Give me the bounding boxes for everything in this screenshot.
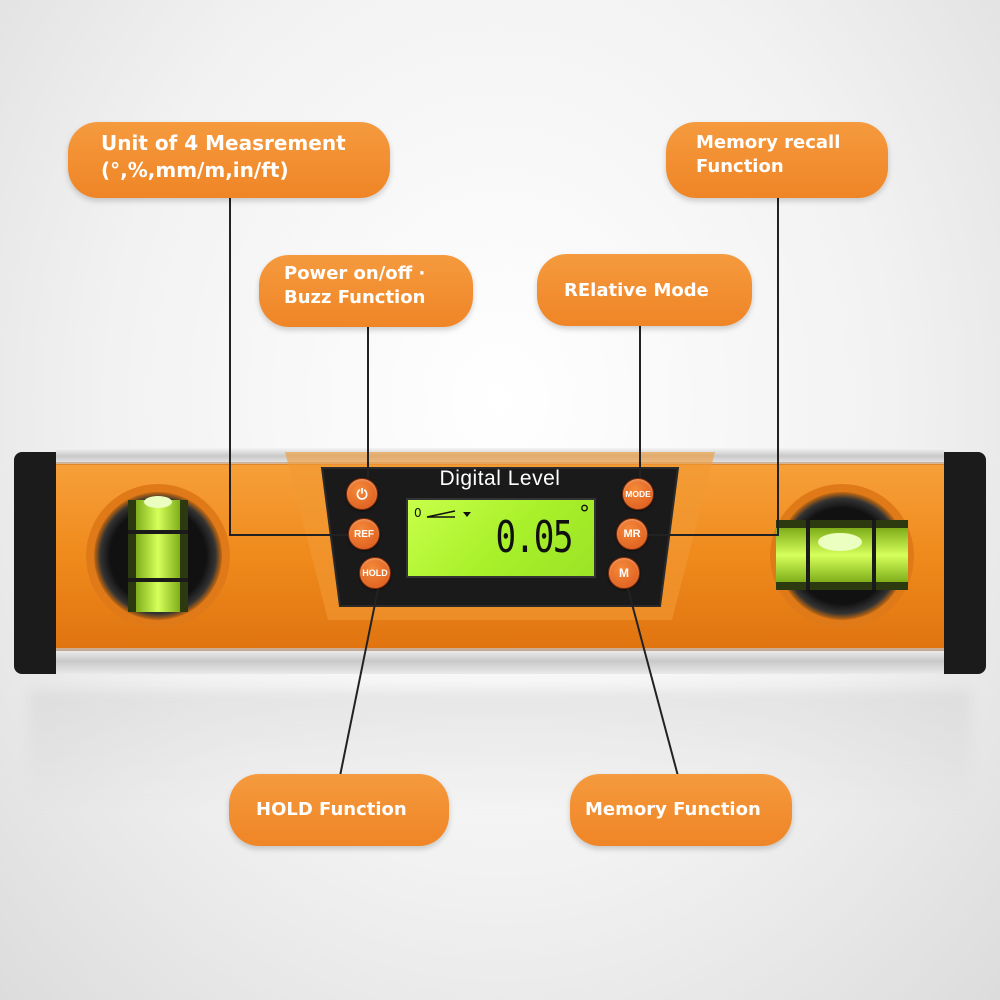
mode-button[interactable]: MODE (622, 478, 654, 510)
callout-power-line2: Buzz Function (284, 287, 426, 309)
callout-memory-recall: Memory recall Function (666, 122, 888, 198)
callout-relative-mode: RElative Mode (537, 254, 752, 326)
m-button[interactable]: M (608, 557, 640, 589)
callout-power-line1: Power on/off · (284, 263, 426, 284)
angle-indicator: 0 (414, 506, 473, 520)
angle-reading: 0.05 (495, 512, 574, 563)
hold-button-label: HOLD (362, 568, 388, 578)
mode-button-label: MODE (625, 489, 651, 499)
ref-button[interactable]: REF (348, 518, 380, 550)
hold-button[interactable]: HOLD (359, 557, 391, 589)
callout-unit-line1: Unit of 4 Measrement (101, 131, 346, 155)
callout-power-buzz: Power on/off · Buzz Function (259, 255, 473, 327)
callout-memory-recall-line1: Memory recall (696, 132, 841, 153)
degree-unit: ° (579, 502, 590, 527)
callout-hold-function: HOLD Function (229, 774, 449, 846)
callout-hold-line1: HOLD Function (256, 799, 407, 820)
floor-reflection (30, 690, 970, 810)
callout-unit-of-measurement: Unit of 4 Measrement (°,%,mm/m,in/ft) (68, 122, 390, 198)
callout-memory-function: Memory Function (570, 774, 792, 846)
mr-button[interactable]: MR (616, 518, 648, 550)
power-button[interactable]: ⏻ (346, 478, 378, 510)
lcd-screen: 0 0.05 ° (406, 498, 596, 578)
callout-relative-line1: RElative Mode (564, 280, 709, 301)
device-label: Digital Level (439, 467, 561, 490)
slope-indicator-icon (427, 509, 472, 518)
angle-indicator-zero: 0 (414, 506, 422, 520)
m-button-label: M (619, 566, 629, 580)
callout-unit-line2: (°,%,mm/m,in/ft) (101, 158, 289, 182)
ref-button-label: REF (354, 528, 374, 540)
callout-memory-recall-line2: Function (696, 156, 784, 178)
mr-button-label: MR (623, 528, 641, 540)
callout-memory-line1: Memory Function (585, 799, 761, 820)
power-icon: ⏻ (356, 485, 368, 502)
